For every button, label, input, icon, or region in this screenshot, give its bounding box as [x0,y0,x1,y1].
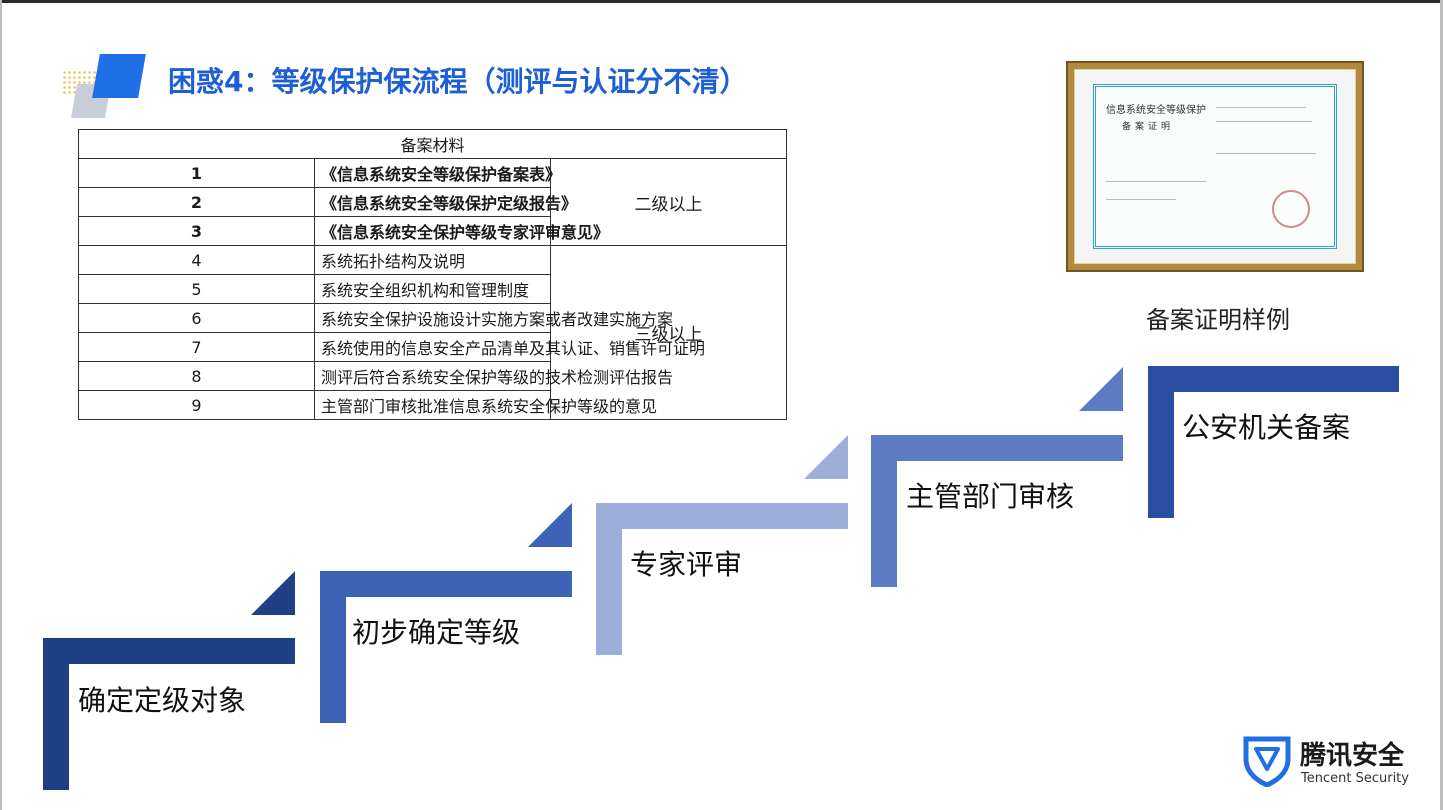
certificate-subheading: 备案证明 [1122,122,1175,132]
material-name: 系统拓扑结构及说明 [314,245,551,275]
logo-text-en: Tencent Security [1301,771,1409,786]
filing-materials-table: 备案材料 1 《信息系统安全等级保护备案表》 二级以上 2 《信息系统安全等级保… [78,129,787,420]
table-row: 5 系统安全组织机构和管理制度 [78,274,787,304]
step-4-bar-horizontal [871,435,1123,461]
material-name: 系统安全保护设施设计实施方案或者改建实施方案 [314,303,673,333]
step-1-arrow-triangle [251,571,295,615]
material-name: 《信息系统安全等级保护备案表》 [314,158,561,188]
table-row: 9 主管部门审核批准信息系统安全保护等级的意见 [78,390,787,420]
step-5-label: 公安机关备案 [1182,411,1351,444]
level-group-2plus: 二级以上 [550,158,787,246]
shield-icon [1243,736,1291,787]
certificate-mat: 信息系统安全等级保护 备案证明 [1074,69,1356,264]
step-4-label: 主管部门审核 [906,480,1075,513]
logo-text-cn: 腾讯安全 [1300,741,1405,771]
step-3-bar-horizontal [596,503,848,529]
step-2-arrow-triangle [528,503,572,547]
certificate-text-line [1216,153,1316,154]
table-row: 3 《信息系统安全保护等级专家评审意见》 [78,216,787,246]
step-2-label: 初步确定等级 [352,616,521,649]
row-number: 5 [78,274,315,304]
window-right-border [1440,0,1443,810]
certificate-caption: 备案证明样例 [1146,306,1290,334]
certificate-text-line [1106,181,1206,182]
certificate-heading: 信息系统安全等级保护 [1106,105,1206,116]
row-number: 6 [78,303,315,333]
table-row: 4 系统拓扑结构及说明 三级以上 [78,245,787,420]
row-number: 1 [78,158,315,188]
row-number: 2 [78,187,315,217]
certificate-text-line [1106,199,1176,200]
step-2-bar-horizontal [320,571,572,597]
material-name: 系统安全组织机构和管理制度 [314,274,551,304]
row-number: 7 [78,332,315,362]
step-1-label: 确定定级对象 [78,684,247,717]
step-5-bar-horizontal [1148,366,1399,392]
material-name: 系统使用的信息安全产品清单及其认证、销售许可证明 [314,332,705,362]
level-group-3plus: 三级以上 [550,245,787,420]
step-3-label: 专家评审 [630,548,743,581]
window-left-border [0,0,2,810]
certificate-seal [1272,190,1310,228]
certificate-paper: 信息系统安全等级保护 备案证明 [1093,84,1337,249]
tencent-security-logo: 腾讯安全 Tencent Security [1242,733,1422,793]
row-number: 8 [78,361,315,391]
certificate-frame: 信息系统安全等级保护 备案证明 [1066,61,1364,272]
step-4-arrow-triangle [1079,367,1123,411]
slide-title: 困惑4：等级保护保流程（测评与认证分不清） [168,65,748,98]
material-name: 测评后符合系统安全保护等级的技术检测评估报告 [314,361,673,391]
material-name: 《信息系统安全等级保护定级报告》 [314,187,577,217]
step-1-bar-horizontal [43,638,295,664]
title-blue-block [92,54,146,98]
window-top-border [0,0,1443,3]
step-3-arrow-triangle [804,435,848,479]
table-row: 1 《信息系统安全等级保护备案表》 二级以上 [78,158,787,246]
material-name: 主管部门审核批准信息系统安全保护等级的意见 [314,390,657,420]
certificate-text-line [1216,121,1312,122]
row-number: 4 [78,245,315,275]
row-number: 9 [78,390,315,420]
certificate-text-line [1216,107,1306,108]
material-name: 《信息系统安全保护等级专家评审意见》 [314,216,609,246]
table-header: 备案材料 [78,129,787,159]
table-row: 7 系统使用的信息安全产品清单及其认证、销售许可证明 [78,332,787,362]
row-number: 3 [78,216,315,246]
